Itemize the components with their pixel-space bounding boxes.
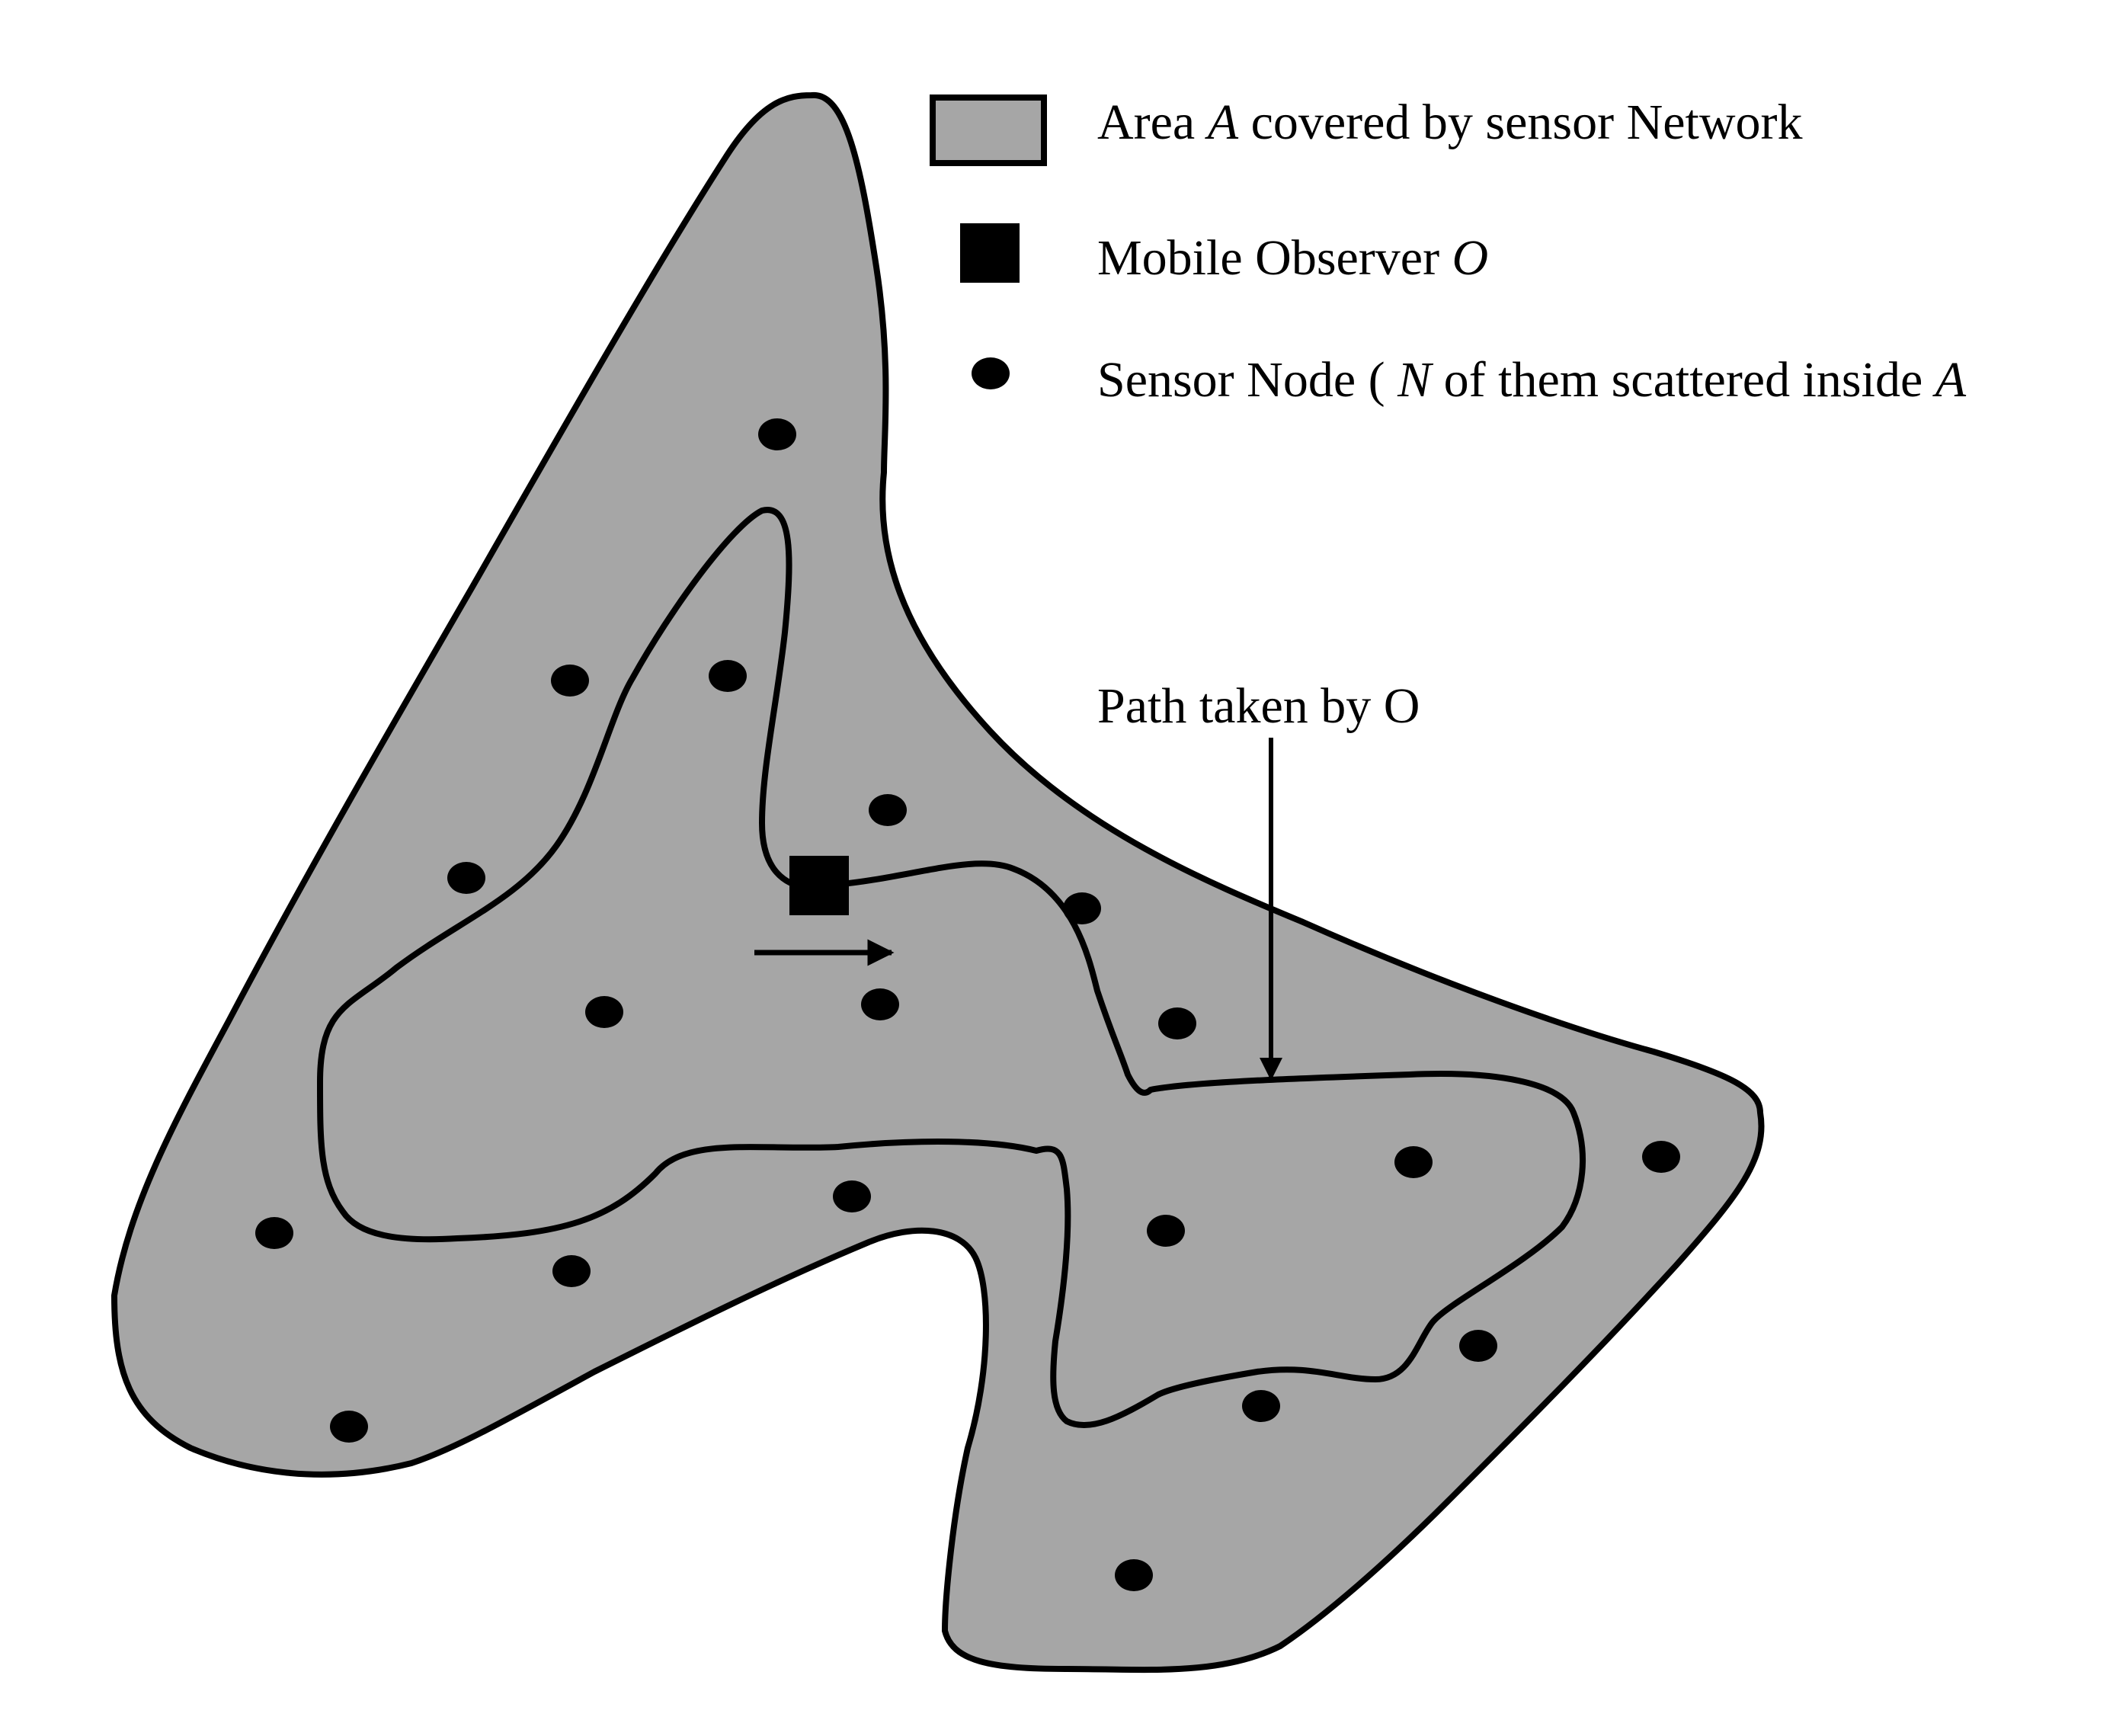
sensor-node bbox=[758, 418, 796, 450]
legend-area-swatch bbox=[930, 94, 1047, 166]
sensor-nodes bbox=[255, 418, 1680, 1591]
legend-area-label: Area A covered by sensor Network bbox=[1097, 94, 1803, 150]
path-label: Path taken by O bbox=[1097, 678, 1420, 734]
legend-observer-label: Mobile Observer O bbox=[1097, 230, 1488, 286]
sensor-node bbox=[585, 996, 623, 1028]
sensor-node bbox=[1063, 892, 1101, 924]
sensor-node bbox=[552, 1255, 591, 1287]
sensor-node bbox=[1115, 1559, 1153, 1591]
sensor-node bbox=[551, 665, 589, 697]
sensor-node bbox=[1394, 1146, 1433, 1178]
sensor-node bbox=[869, 794, 907, 826]
sensor-node bbox=[1242, 1390, 1280, 1422]
sensor-node bbox=[833, 1180, 871, 1212]
sensor-node bbox=[1642, 1141, 1680, 1173]
sensor-node bbox=[861, 988, 899, 1020]
sensor-node bbox=[1158, 1007, 1196, 1039]
legend: Area A covered by sensor Network Mobile … bbox=[930, 94, 1967, 408]
legend-node-icon bbox=[972, 357, 1010, 389]
observer-path bbox=[317, 507, 1586, 1429]
sensor-node bbox=[1459, 1330, 1497, 1362]
sensor-node bbox=[255, 1217, 293, 1249]
legend-observer-icon bbox=[960, 223, 1020, 283]
sensor-node bbox=[709, 660, 747, 692]
sensor-node bbox=[330, 1411, 368, 1443]
sensor-node bbox=[447, 862, 485, 894]
legend-node-label: Sensor Node ( N of them scattered inside… bbox=[1097, 352, 1967, 408]
coverage-area bbox=[111, 91, 1765, 1674]
mobile-observer-icon bbox=[789, 856, 849, 915]
sensor-node bbox=[1147, 1215, 1185, 1247]
